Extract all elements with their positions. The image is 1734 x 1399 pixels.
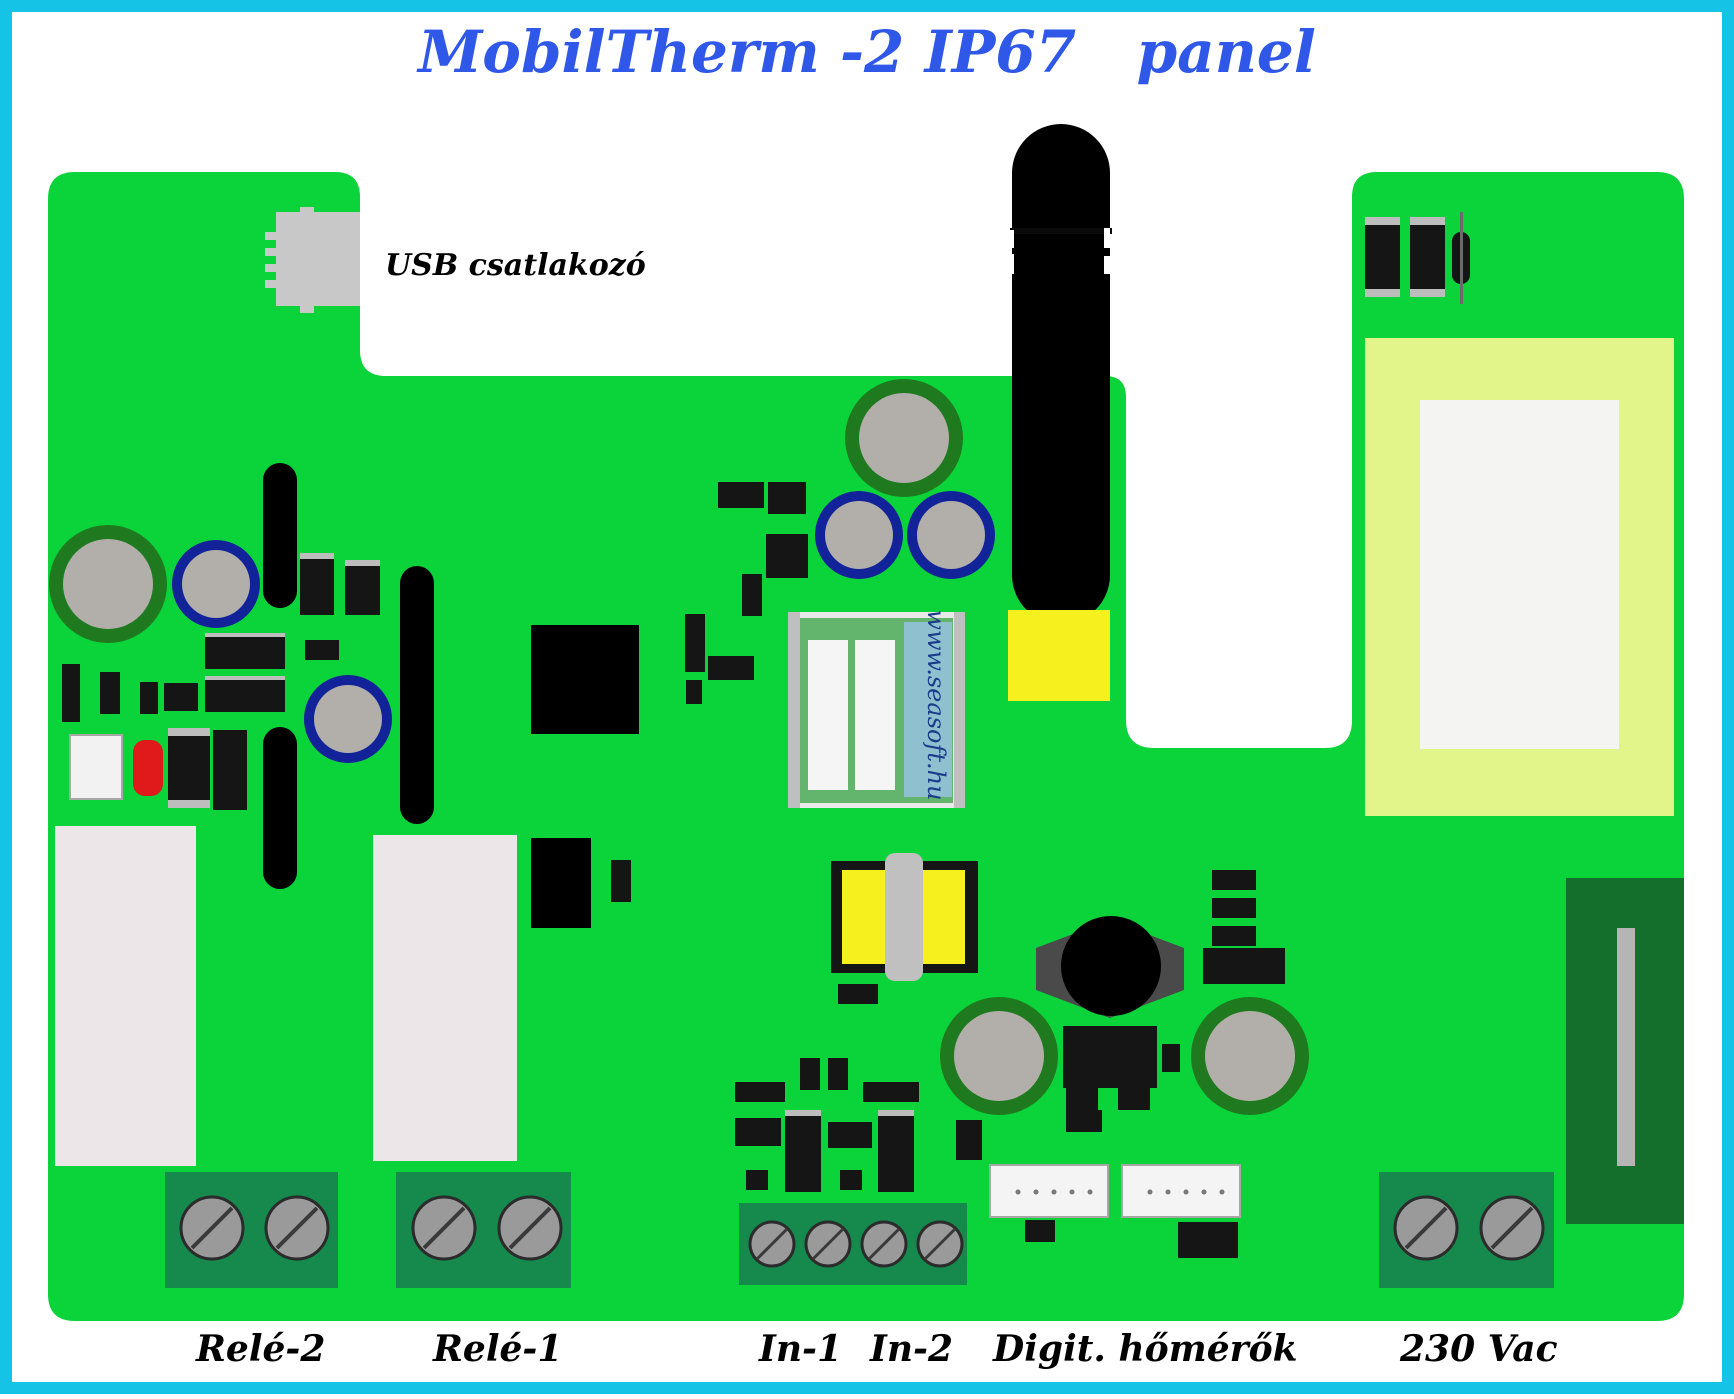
center-smd-cluster [685, 482, 808, 704]
terminal-inputs [739, 1203, 967, 1285]
pill-part-1 [263, 463, 297, 608]
left-smd-cluster [62, 553, 380, 810]
antenna-tip [1008, 610, 1110, 701]
top-right-smd [1365, 212, 1470, 304]
relay-2 [55, 826, 196, 1166]
terminal-rele1 [396, 1172, 571, 1288]
capacitor-blue-1 [172, 540, 260, 628]
capacitor-blue-3 [815, 491, 903, 579]
jst-connector-left [69, 734, 123, 800]
usb-connector [265, 207, 360, 313]
power-inductor [1036, 916, 1184, 1018]
transformer [1365, 338, 1674, 816]
chip-small [531, 838, 591, 928]
right-connector [1566, 878, 1684, 1224]
pill-part-2 [400, 566, 434, 824]
red-led [133, 740, 163, 796]
terminal-rele2 [165, 1172, 338, 1288]
terminal-230vac [1379, 1172, 1554, 1288]
antenna [1008, 124, 1112, 701]
microcontroller-chip [531, 625, 639, 734]
in1-label: In-1 [759, 1328, 843, 1370]
capacitor-bottom-left [940, 997, 1058, 1115]
pill-part-3 [263, 727, 297, 889]
capacitor-left-large [49, 525, 167, 643]
relay-1 [373, 835, 517, 1161]
in2-label: In-2 [870, 1328, 954, 1370]
capacitor-top-center [845, 379, 963, 497]
rele1-label: Relé-1 [433, 1328, 563, 1370]
vac-label: 230 Vac [1400, 1328, 1558, 1370]
gsm-module: www.seasoft.hu [788, 609, 965, 808]
capacitor-bottom-right [1191, 997, 1309, 1115]
digit-connector-2 [1121, 1164, 1241, 1218]
coil-inductor [831, 853, 978, 1004]
module-silk-text: www.seasoft.hu [922, 609, 950, 800]
capacitor-blue-2 [304, 675, 392, 763]
usb-label: USB csatlakozó [385, 248, 646, 283]
capacitor-blue-4 [907, 491, 995, 579]
digit-label: Digit. hőmérők [993, 1328, 1298, 1370]
digit-connector-1 [989, 1164, 1109, 1218]
page-title: MobilTherm -2 IP67 panel [418, 18, 1316, 86]
bottom-smd-cluster [735, 870, 1285, 1258]
rele2-label: Relé-2 [196, 1328, 326, 1370]
